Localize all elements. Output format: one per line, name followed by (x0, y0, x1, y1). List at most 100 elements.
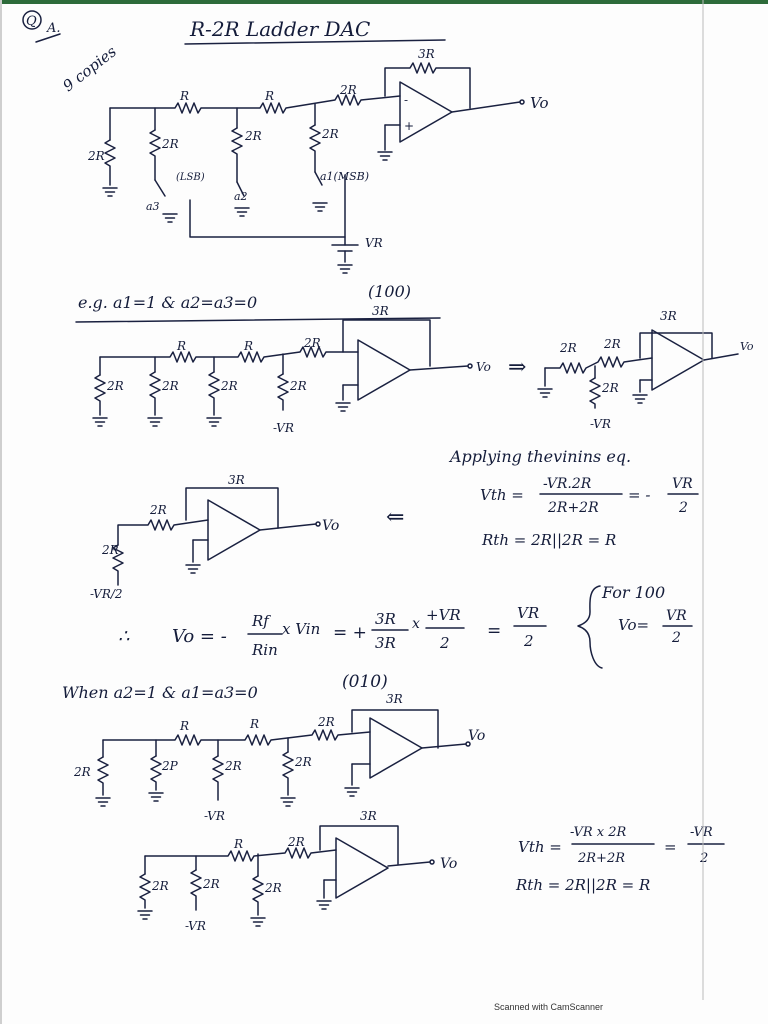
c1-a2-label: a2 (234, 190, 248, 203)
back-arrow: ⇐ (386, 505, 404, 530)
ex1-rf-label: 3R (372, 304, 389, 318)
thevenin-work: Applying thevinins eq. Vth = -VR.2R 2R+2… (448, 447, 699, 549)
output-1: ∴ Vo = - Rf Rin x Vin = + 3R 3R x +VR 2 … (118, 583, 693, 669)
num-3r: 3R (375, 610, 396, 628)
c1-shunt4-label: 2R (321, 127, 339, 141)
eq1-rin-label: 2R (149, 503, 167, 517)
eq2: = + (333, 623, 367, 643)
ex1s-rb-label: 2R (603, 337, 621, 351)
ex1-shunt4-label: 2R (289, 379, 307, 393)
r2-r2-label: 2R (287, 835, 305, 849)
c1-r2-label: R (264, 89, 274, 103)
r2-shunt1-label: 2R (151, 879, 169, 893)
ex2-shunt4-label: 2R (294, 755, 312, 769)
example1-code: (100) (368, 282, 411, 301)
vr-num: +VR (426, 606, 461, 624)
c1-r1-label: R (179, 89, 189, 103)
sub-mark: A. (46, 21, 61, 36)
example-2: When a2=1 & a1=a3=0 (010) R R 2R 3R 2R 2… (62, 672, 485, 823)
note-line1: For 100 (601, 583, 665, 602)
rin-den: Rin (251, 641, 278, 659)
ex1s-shunt-label: 2R (601, 381, 619, 395)
r2-vth-lhs: Vth = (518, 838, 562, 856)
vth-res-num: VR (672, 476, 693, 492)
ex1-shunt1-label: 2R (106, 379, 124, 393)
c1-msb-label: a1(MSB) (320, 170, 369, 183)
footer-watermark: Scanned with CamScanner (494, 1002, 603, 1012)
note-num: VR (666, 608, 687, 624)
c1-minus: - (404, 93, 408, 107)
side-note: 9 copies (59, 42, 120, 95)
rth-line: Rth = 2R||2R = R (481, 531, 616, 549)
ex1s-out-label: Vo (740, 340, 754, 353)
example2-code: (010) (342, 672, 388, 692)
r2-r1-label: R (233, 837, 243, 851)
r2-res-den: 2 (699, 851, 708, 866)
example1-heading: e.g. a1=1 & a2=a3=0 (78, 293, 257, 312)
r2-eq: = (664, 838, 677, 856)
rf-num: Rf (251, 612, 271, 630)
ex2-shunt2-label: 2P (161, 759, 179, 773)
den-3r: 3R (375, 634, 396, 652)
r2-rf-label: 3R (360, 809, 377, 823)
vth-eq-result: = - (628, 486, 650, 504)
implies-arrow: ⇒ (508, 355, 526, 380)
eq3: = (487, 621, 501, 641)
circuit-1: R R 2R 3R 2R 2R 2R 2R (LSB) a1(MSB) a3 a… (87, 47, 549, 274)
c1-shunt1-label: 2R (87, 149, 105, 163)
c1-shunt3-label: 2R (244, 129, 262, 143)
note-lhs: Vo= (618, 616, 649, 634)
ex1-r1-label: R (176, 339, 186, 353)
den-2: 2 (439, 634, 450, 652)
eq1-rth-label: 2R (101, 543, 119, 557)
example2-heading: When a2=1 & a1=a3=0 (62, 683, 258, 702)
ex2-out-label: Vo (468, 728, 485, 744)
equivalent-circuit-1: 2R 3R 2R -VR/2 Vo ⇐ (90, 473, 404, 601)
scan-top-edge (0, 0, 768, 4)
c1-a3-label: a3 (146, 200, 160, 213)
r2-res-num: -VR (690, 825, 713, 840)
r2-shunt2-label: 2R (202, 877, 220, 891)
c1-rf-label: 3R (418, 47, 435, 61)
ex2-shunt1-label: 2R (73, 765, 91, 779)
ex2-shunt3-label: 2R (224, 759, 242, 773)
page-title: R-2R Ladder DAC (189, 17, 370, 41)
ex2-rf-label: 3R (386, 692, 403, 706)
c1-plus: + (404, 119, 414, 133)
ex1s-neg-ref: -VR (590, 417, 611, 431)
ex1-r2-label: R (243, 339, 253, 353)
header: Q A. 9 copies R-2R Ladder DAC (22, 10, 446, 95)
vo-lhs: Vo = - (172, 626, 227, 647)
eq1-out-label: Vo (322, 518, 339, 534)
ex2-r2-label: R (249, 717, 259, 731)
ex1-shunt2-label: 2R (161, 379, 179, 393)
vth-frac-num: -VR.2R (543, 476, 592, 492)
vth-res-den: 2 (678, 500, 688, 516)
scan-left-edge (0, 0, 2, 1024)
ex1s-rf-label: 3R (660, 309, 677, 323)
ex2-r1-label: R (179, 719, 189, 733)
ex1-shunt3-label: 2R (220, 379, 238, 393)
c1-r3-label: 2R (339, 83, 357, 97)
ex1s-ra-label: 2R (559, 341, 577, 355)
example-1: e.g. a1=1 & a2=a3=0 (100) R R 2R 3R 2R 2… (75, 282, 754, 435)
final-num: VR (517, 604, 539, 622)
thevenin-heading: Applying thevinins eq. (448, 447, 631, 466)
ex1-neg-ref: -VR (273, 421, 294, 435)
final-den: 2 (523, 632, 534, 650)
note-den: 2 (671, 630, 681, 646)
r2-neg-ref: -VR (185, 919, 206, 933)
vth-lhs: Vth = (480, 486, 524, 504)
c1-lsb-label: (LSB) (176, 172, 205, 183)
ex2-neg-ref: -VR (204, 809, 225, 823)
eq1-rf-label: 3R (228, 473, 245, 487)
therefore: ∴ (118, 626, 130, 647)
reduced-circuit-2: R 2R 3R 2R 2R 2R -VR Vo Vth = -VR x 2R 2… (137, 809, 725, 933)
r2-out-label: Vo (440, 856, 457, 872)
r2-frac-den: 2R+2R (577, 851, 625, 866)
ex1-out-label: Vo (476, 360, 491, 374)
times-vin: x Vin (282, 620, 320, 638)
r2-shunt3-label: 2R (264, 881, 282, 895)
